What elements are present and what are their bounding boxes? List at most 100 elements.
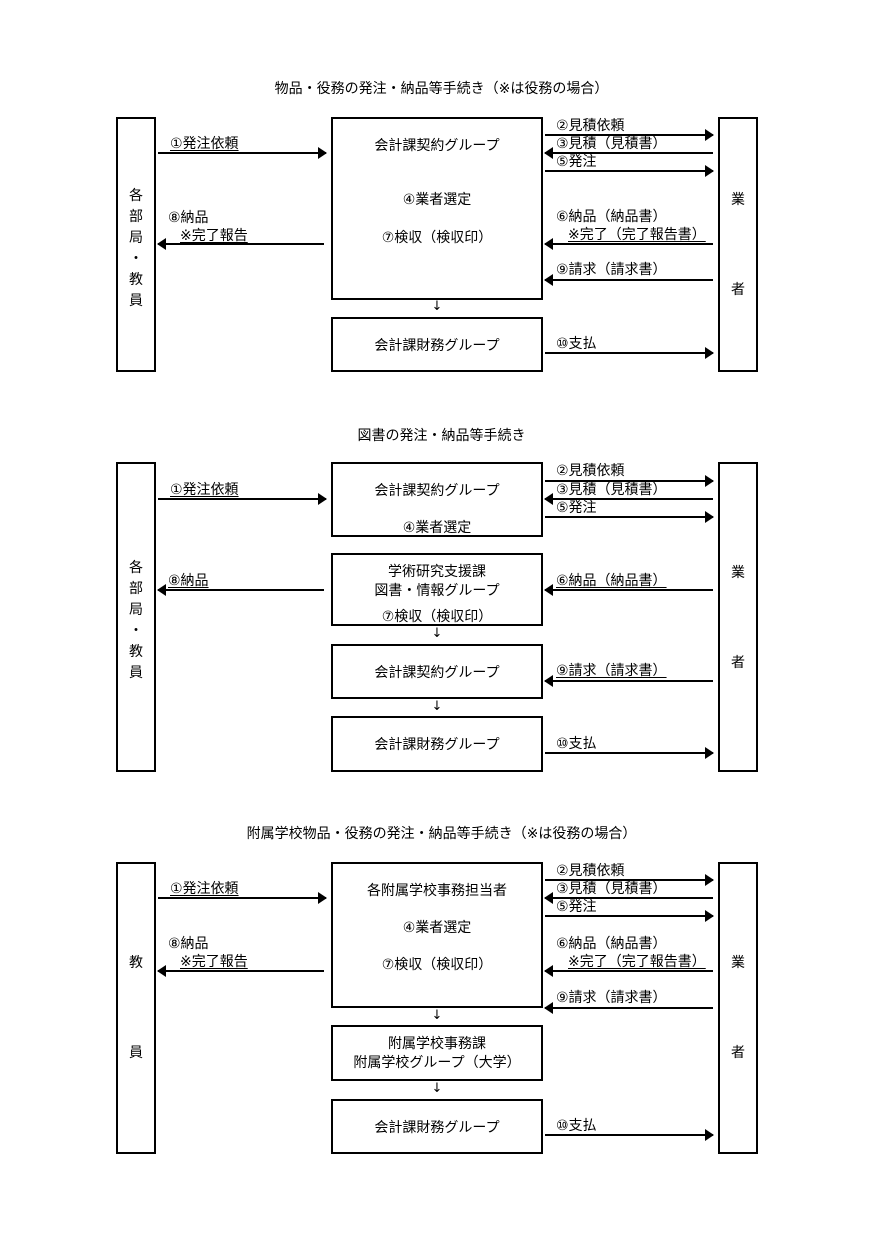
left-party-char: 局: [129, 602, 143, 618]
left-party-char: 員: [129, 665, 143, 681]
left-party-box: 各 部 局 ・ 教 員: [116, 462, 156, 772]
left-party-char: 教: [129, 644, 143, 660]
left-party-char: 教: [129, 955, 143, 971]
contract-group-title: 会計課契約グループ: [374, 483, 500, 499]
label-estimate-request: ②見積依頼: [556, 863, 625, 879]
contract-group-box-2: 会計課契約グループ: [331, 644, 543, 699]
vendor-char: 者: [731, 282, 745, 298]
arrow-order: [545, 511, 714, 523]
label-order: ⑤発注: [556, 899, 597, 915]
left-party-char: ・: [129, 251, 143, 267]
label-delivery: ⑧納品: [168, 573, 209, 589]
left-party-char: 各: [129, 560, 143, 576]
arrow-invoice: [544, 274, 713, 286]
arrow-estimate-request: [545, 129, 714, 141]
school-group-title: 附属学校グループ（大学）: [353, 1055, 521, 1071]
arrow-delivery: [157, 238, 324, 250]
arrow-estimate: [544, 147, 713, 159]
label-completion-report: ※完了報告: [180, 228, 248, 244]
arrow-payment: [545, 747, 714, 759]
arrow-order: [545, 910, 714, 922]
label-invoice: ⑨請求（請求書）: [556, 663, 667, 679]
contract-group-title: 会計課契約グループ: [374, 665, 500, 681]
section-title: 図書の発注・納品等手続き: [357, 428, 526, 444]
label-estimate-request: ②見積依頼: [556, 118, 625, 134]
arrow-vendor-delivery: [544, 584, 713, 596]
down-arrow: ↓: [431, 699, 443, 714]
vendor-char: 者: [731, 655, 745, 671]
flow-section-books: 図書の発注・納品等手続き 各 部 局 ・ 教 員 業 者 会計課契約グループ ④…: [116, 428, 758, 772]
label-payment: ⑩支払: [556, 736, 597, 752]
arrow-vendor-delivery: [544, 238, 713, 250]
finance-group-title: 会計課財務グループ: [374, 338, 500, 354]
label-completion-report: ※完了報告: [180, 954, 248, 970]
down-arrow: ↓: [431, 1081, 443, 1096]
label-vendor-completion: ※完了（完了報告書）: [568, 227, 706, 243]
inspection-step: ⑦検収（検収印）: [381, 609, 493, 625]
left-party-char: 部: [129, 581, 143, 597]
vendor-selection-step: ④業者選定: [402, 520, 472, 536]
left-party-char: 部: [129, 209, 143, 225]
left-party-char: 教: [129, 272, 143, 288]
vendor-char: 業: [731, 565, 745, 581]
library-group-title: 図書・情報グループ: [374, 583, 500, 599]
inspection-step: ⑦検収（検収印）: [381, 230, 493, 246]
arrow-payment: [545, 1129, 714, 1141]
left-party-char: 員: [129, 1045, 143, 1061]
arrow-delivery: [157, 584, 324, 596]
label-vendor-completion: ※完了（完了報告書）: [568, 954, 706, 970]
vendor-char: 業: [731, 955, 745, 971]
left-party-box: 各 部 局 ・ 教 員: [116, 117, 156, 372]
label-order-request: ①発注依頼: [170, 136, 239, 152]
finance-group-box: 会計課財務グループ: [331, 317, 543, 372]
label-estimate: ③見積（見積書）: [556, 136, 667, 152]
library-division-title: 学術研究支援課: [388, 564, 486, 580]
label-order: ⑤発注: [556, 154, 597, 170]
vendor-char: 業: [731, 192, 745, 208]
label-order-request: ①発注依頼: [170, 482, 239, 498]
school-affairs-box: 附属学校事務課 附属学校グループ（大学）: [331, 1025, 543, 1081]
label-vendor-delivery: ⑥納品（納品書）: [556, 209, 667, 225]
school-staff-title: 各附属学校事務担当者: [367, 883, 507, 899]
vendor-selection-step: ④業者選定: [402, 192, 472, 208]
vendor-box: 業 者: [718, 117, 758, 372]
arrow-invoice: [544, 675, 713, 687]
down-arrow: ↓: [431, 626, 443, 641]
label-estimate: ③見積（見積書）: [556, 482, 667, 498]
vendor-selection-step: ④業者選定: [402, 920, 472, 936]
label-payment: ⑩支払: [556, 336, 597, 352]
arrow-invoice: [544, 1002, 713, 1014]
school-affairs-division: 附属学校事務課: [388, 1036, 486, 1052]
label-vendor-delivery: ⑥納品（納品書）: [556, 573, 667, 589]
label-vendor-delivery: ⑥納品（納品書）: [556, 936, 667, 952]
left-party-box: 教 員: [116, 862, 156, 1154]
label-payment: ⑩支払: [556, 1118, 597, 1134]
label-delivery: ⑧納品: [168, 936, 209, 952]
contract-group-title: 会計課契約グループ: [374, 138, 500, 154]
left-party-char: 各: [129, 188, 143, 204]
section-title: 附属学校物品・役務の発注・納品等手続き（※は役務の場合）: [246, 826, 637, 842]
arrow-order-request: [158, 493, 327, 505]
vendor-box: 業 者: [718, 462, 758, 772]
arrow-order-request: [158, 892, 327, 904]
arrow-estimate: [544, 493, 713, 505]
finance-group-title: 会計課財務グループ: [374, 737, 500, 753]
vendor-box: 業 者: [718, 862, 758, 1154]
flow-section-goods: 物品・役務の発注・納品等手続き（※は役務の場合） 各 部 局 ・ 教 員 業 者…: [0, 0, 883, 380]
left-party-char: 局: [129, 230, 143, 246]
library-group-box: 学術研究支援課 図書・情報グループ ⑦検収（検収印）: [331, 553, 543, 626]
finance-group-title: 会計課財務グループ: [374, 1120, 500, 1136]
left-party-char: ・: [129, 623, 143, 639]
label-estimate: ③見積（見積書）: [556, 881, 667, 897]
arrow-payment: [545, 347, 714, 359]
arrow-estimate: [544, 892, 713, 904]
contract-group-box: 会計課契約グループ ④業者選定 ⑦検収（検収印）: [331, 117, 543, 300]
label-order-request: ①発注依頼: [170, 881, 239, 897]
school-staff-box: 各附属学校事務担当者 ④業者選定 ⑦検収（検収印）: [331, 862, 543, 1008]
section-title: 物品・役務の発注・納品等手続き（※は役務の場合）: [274, 81, 609, 97]
label-delivery: ⑧納品: [168, 210, 209, 226]
arrow-order-request: [158, 147, 327, 159]
arrow-estimate-request: [545, 475, 714, 487]
down-arrow: ↓: [431, 299, 443, 314]
